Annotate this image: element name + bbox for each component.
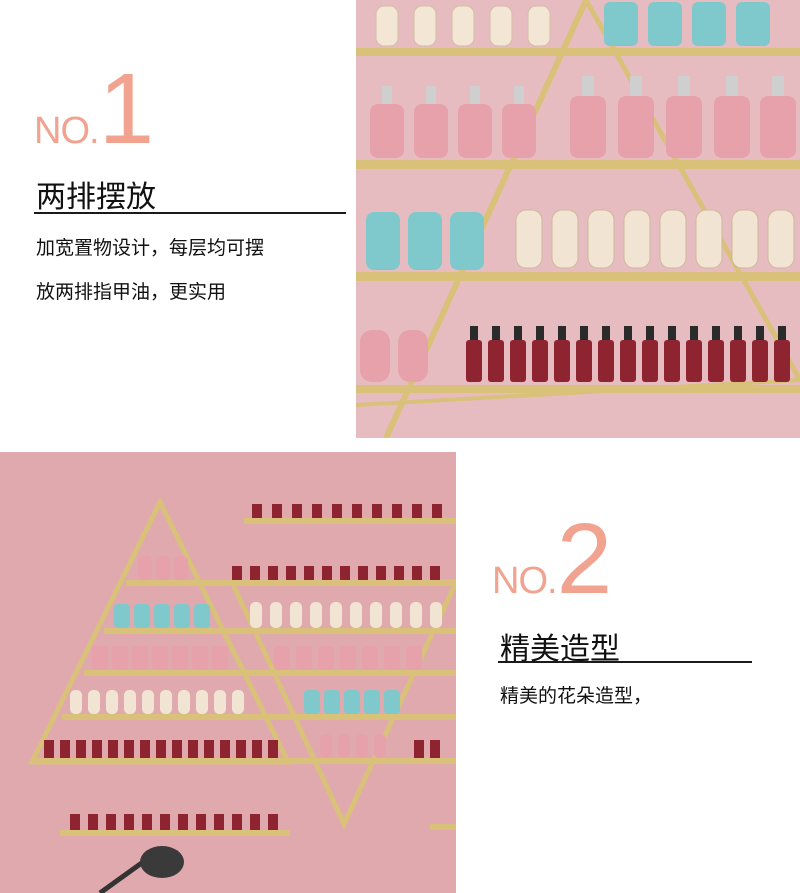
no-prefix: NO. bbox=[34, 110, 100, 152]
feature-description-1: 加宽置物设计，每层均可摆 放两排指甲油，更实用 bbox=[36, 226, 264, 314]
shelf-illustration-2 bbox=[0, 452, 456, 893]
feature-title-1: 两排摆放 bbox=[36, 180, 156, 215]
description-line: 加宽置物设计，每层均可摆 bbox=[36, 237, 265, 259]
description-line: 放两排指甲油，更实用 bbox=[36, 281, 227, 303]
no-number: 1 bbox=[98, 53, 155, 165]
product-photo-2 bbox=[0, 452, 456, 893]
shelf-illustration-1 bbox=[356, 0, 800, 438]
title-underline-2 bbox=[498, 661, 752, 663]
title-underline-1 bbox=[34, 212, 346, 214]
feature-number-1: NO.1 bbox=[34, 52, 154, 167]
product-photo-1 bbox=[356, 0, 800, 438]
feature-number-2: NO.2 bbox=[492, 502, 612, 617]
feature-section-1: NO.1 两排摆放 加宽置物设计，每层均可摆 放两排指甲油，更实用 bbox=[0, 0, 800, 440]
no-prefix: NO. bbox=[492, 560, 558, 602]
feature-description-2: 精美的花朵造型， bbox=[500, 685, 653, 707]
no-number: 2 bbox=[556, 503, 613, 615]
feature-section-2: NO.2 精美造型 精美的花朵造型， bbox=[0, 452, 800, 893]
